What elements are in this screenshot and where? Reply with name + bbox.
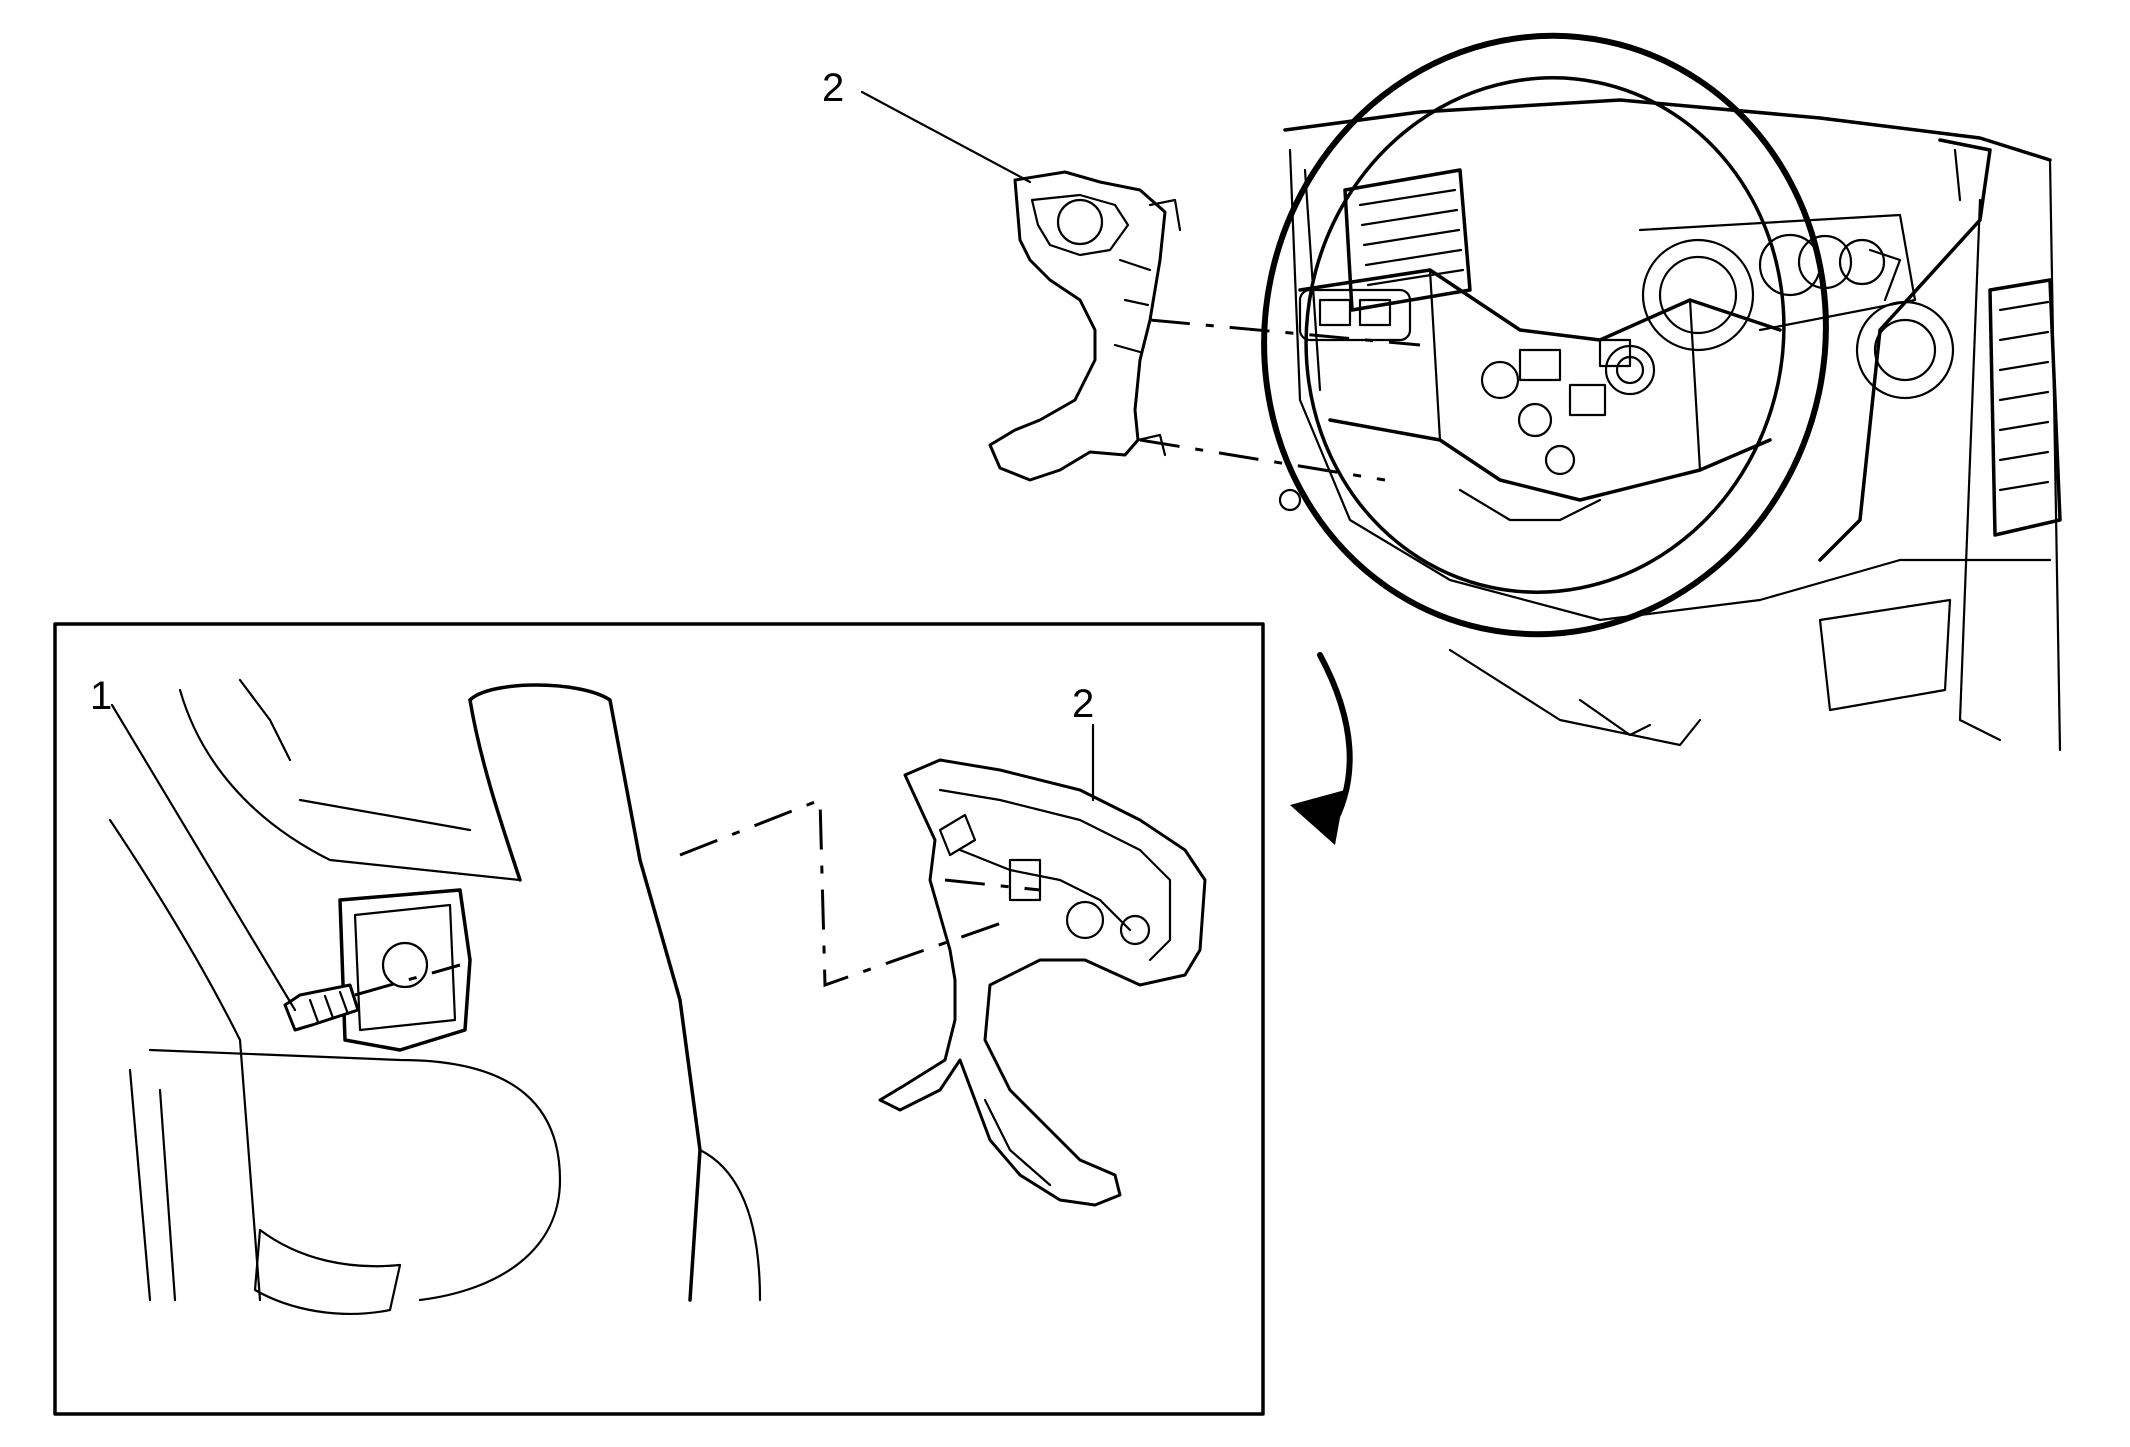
callout-detail-part-number: 2 bbox=[1072, 682, 1095, 726]
callout-detail-fastener-number: 1 bbox=[90, 674, 113, 718]
detail-guide-lines bbox=[679, 797, 1041, 988]
steering-wheel-switch-bezel bbox=[988, 170, 1182, 482]
dashboard bbox=[1283, 98, 2062, 752]
callout-top-part-number: 2 bbox=[822, 66, 845, 110]
leader-detail-1 bbox=[110, 703, 297, 1012]
detail-wheel-rim bbox=[108, 678, 762, 1316]
detail-bezel-opening bbox=[338, 888, 472, 1052]
installation-guide-lines bbox=[1139, 318, 1421, 482]
detail-view-frame bbox=[53, 622, 1265, 1416]
leader-top-2 bbox=[860, 90, 1032, 184]
steering-wheel bbox=[1261, 32, 1829, 638]
detail-switch-bezel bbox=[878, 758, 1207, 1207]
view-arrow bbox=[1290, 652, 1353, 845]
retaining-bolt bbox=[283, 963, 461, 1032]
